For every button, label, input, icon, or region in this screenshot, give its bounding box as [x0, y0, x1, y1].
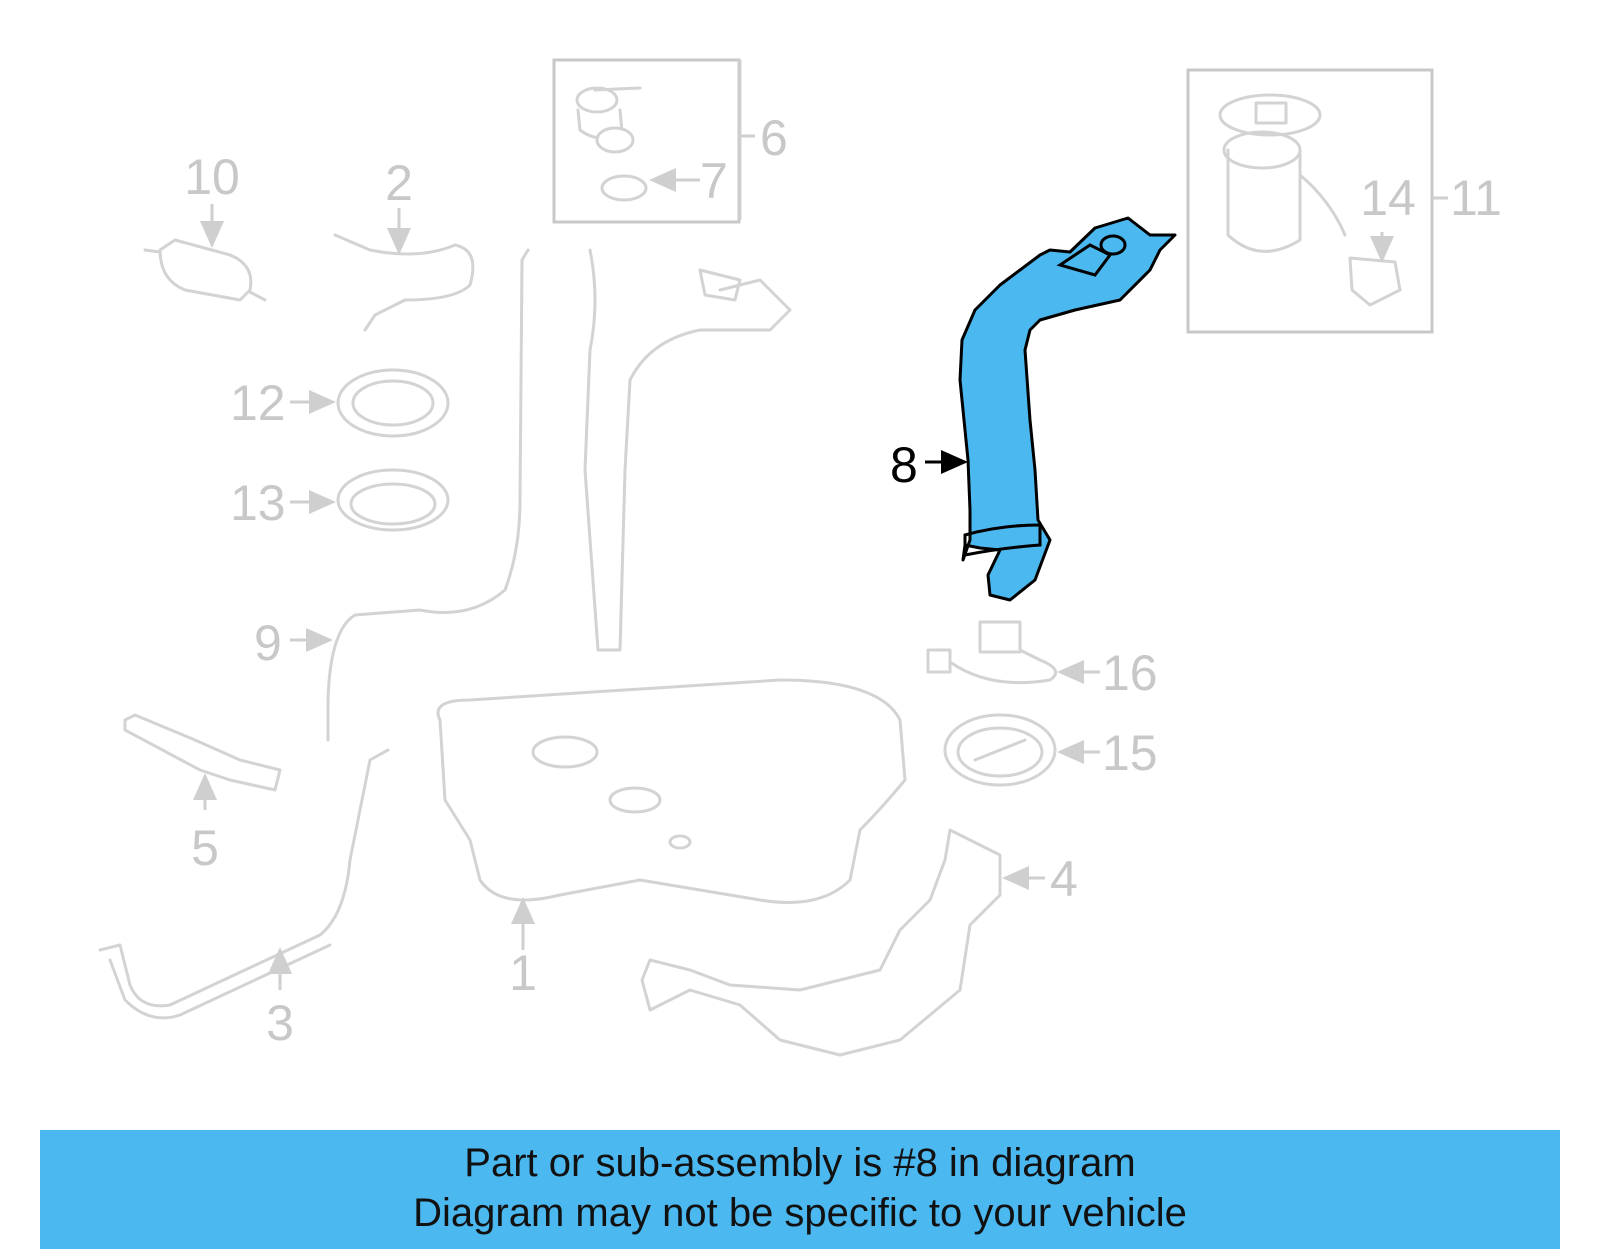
callout-8: 8	[890, 437, 918, 493]
bracket-left-part	[123, 713, 282, 792]
callout-10: 10	[184, 149, 240, 205]
callout-5: 5	[191, 820, 219, 876]
callout-14: 14	[1360, 170, 1416, 226]
fuel-filter-part	[143, 238, 267, 302]
callout-7: 7	[700, 153, 728, 209]
fuel-cap-part	[575, 86, 642, 154]
inset-box-pump	[1186, 68, 1434, 334]
banner-line-part-number: Part or sub-assembly is #8 in diagram	[464, 1141, 1136, 1185]
info-banner: Part or sub-assembly is #8 in diagram Di…	[40, 1130, 1560, 1249]
callout-13: 13	[230, 475, 286, 531]
banner-line-disclaimer: Diagram may not be specific to your vehi…	[413, 1191, 1187, 1235]
sensor-part	[1348, 256, 1402, 307]
callout-1: 1	[509, 945, 537, 1001]
callout-2: 2	[385, 155, 413, 211]
callout-15: 15	[1102, 725, 1158, 781]
callout-11: 11	[1450, 170, 1502, 226]
wire-harness-part	[333, 233, 475, 332]
filler-neck-part-highlighted	[958, 216, 1177, 602]
sender-unit-part	[943, 713, 1057, 787]
sender-harness-part	[926, 620, 1058, 685]
strap-part	[98, 748, 390, 1008]
lock-ring-part	[336, 368, 450, 438]
heat-shield-part	[640, 828, 1002, 1057]
callout-9: 9	[254, 615, 282, 671]
callout-4: 4	[1050, 851, 1078, 907]
fuel-tank-part	[436, 248, 907, 904]
seal-part	[336, 468, 450, 532]
o-ring-part	[600, 174, 648, 202]
callout-6: 6	[760, 110, 788, 166]
callout-16: 16	[1102, 645, 1158, 701]
vent-line-part	[326, 248, 530, 742]
fuel-pump-part	[1218, 93, 1347, 253]
callout-3: 3	[266, 995, 294, 1051]
callout-12: 12	[230, 375, 286, 431]
